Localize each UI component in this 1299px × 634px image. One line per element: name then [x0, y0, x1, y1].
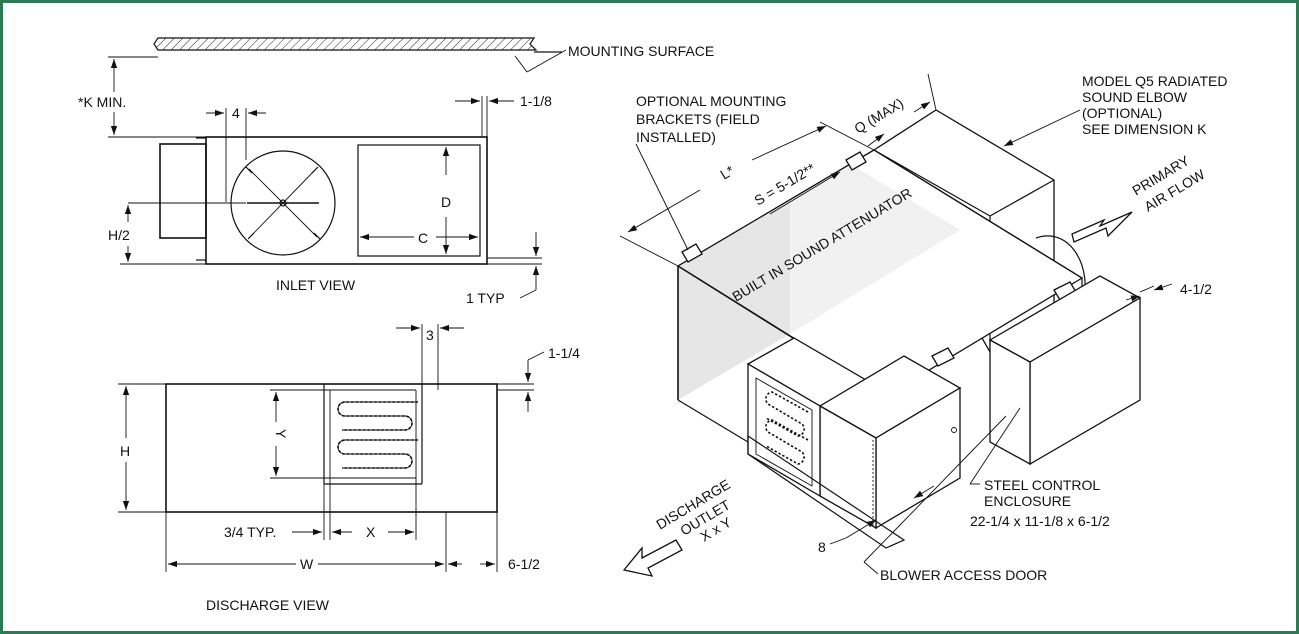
- dim-1-1-4-label: 1-1/4: [548, 345, 580, 361]
- discharge-outlet-arrow: [622, 539, 683, 577]
- mounting-surface-hatch: [153, 37, 538, 51]
- dim-x-label: X: [366, 524, 376, 540]
- dim-y-label: Y: [273, 429, 289, 439]
- k-min-label: *K MIN.: [78, 94, 126, 110]
- mounting-surface-label: MOUNTING SURFACE: [568, 43, 714, 59]
- inlet-view-title: INLET VIEW: [276, 277, 356, 293]
- model-elbow-label-2: SOUND ELBOW: [1082, 89, 1188, 105]
- mounting-bracket-2: [845, 151, 867, 171]
- optional-brackets-label-3: INSTALLED): [636, 129, 716, 145]
- dim-l-label: L*: [717, 162, 737, 183]
- primary-air-flow-arrow: [1071, 211, 1133, 243]
- dim-3-4-typ-label: 3/4 TYP.: [224, 524, 276, 540]
- discharge-body: [165, 383, 498, 513]
- dim-c-label: C: [418, 230, 428, 246]
- optional-brackets-label-1: OPTIONAL MOUNTING: [636, 93, 786, 109]
- dim-4-1-2-label: 4-1/2: [1180, 281, 1212, 297]
- dim-w-label: W: [300, 556, 314, 572]
- dim-1-typ-label: 1 TYP: [466, 290, 505, 306]
- steel-control-label-3: 22-1/4 x 11-1/8 x 6-1/2: [970, 513, 1110, 529]
- control-enclosure: [988, 275, 1142, 466]
- dim-d-label: D: [441, 194, 451, 210]
- dim-h2-label: H/2: [108, 227, 130, 243]
- optional-brackets-label-2: BRACKETS (FIELD: [636, 111, 760, 127]
- dim-8-label: 8: [818, 539, 826, 555]
- dim-3-label: 3: [426, 327, 434, 343]
- heating-coil-lower: [337, 439, 418, 469]
- mounting-bracket-1: [681, 243, 703, 263]
- model-elbow-label-3: (OPTIONAL): [1082, 105, 1162, 121]
- inlet-view: MOUNTING SURFACE *K MIN. 4 1: [78, 37, 714, 306]
- steel-control-label-1: STEEL CONTROL: [984, 477, 1100, 493]
- discharge-view: Y H 3 1-1/4 3/4 TYP. X W: [118, 324, 580, 613]
- model-elbow-label-4: SEE DIMENSION K: [1082, 121, 1207, 137]
- heating-coil-upper: [337, 401, 418, 431]
- model-elbow-label-1: MODEL Q5 RADIATED: [1082, 73, 1227, 89]
- dim-1-1-8-label: 1-1/8: [520, 93, 552, 109]
- discharge-view-title: DISCHARGE VIEW: [206, 597, 330, 613]
- dim-4-label: 4: [232, 105, 240, 121]
- dim-h-label: H: [120, 443, 130, 459]
- dim-6-1-2-label: 6-1/2: [508, 556, 540, 572]
- isometric-view: BUILT IN SOUND ATTENUATOR: [619, 73, 1227, 583]
- blower-access-door-label: BLOWER ACCESS DOOR: [880, 567, 1047, 583]
- inlet-collar: [159, 143, 207, 239]
- dim-q-max-label: Q (MAX): [851, 95, 906, 137]
- mounting-bracket-4: [931, 347, 955, 367]
- steel-control-label-2: ENCLOSURE: [984, 493, 1071, 509]
- blower-section: [746, 337, 962, 549]
- inlet-coil-box: [357, 144, 481, 257]
